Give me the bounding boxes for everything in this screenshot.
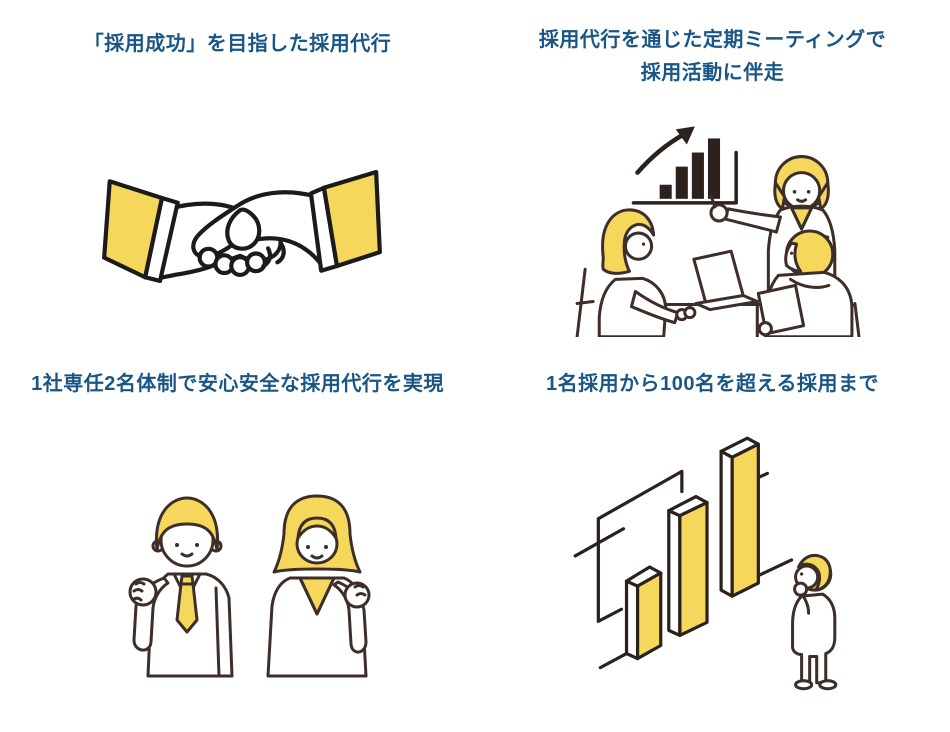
male-recruiter: [128, 496, 234, 678]
seated-man-document: [756, 229, 854, 337]
axis-tick: [573, 527, 626, 558]
feature-title-recruitment-success: 「採用成功」を目指した採用代行: [83, 33, 392, 55]
handshake-illustration: [102, 169, 382, 284]
female-recruiter: [266, 494, 371, 678]
body: [791, 592, 837, 685]
laptop: [692, 249, 759, 312]
feature-title-one-to-hundred: 1名採用から100名を超える採用まで: [546, 373, 879, 395]
growth-chart-icon: [631, 126, 738, 205]
two-recruiters-illustration: [128, 494, 371, 678]
observer-person: [791, 553, 838, 691]
hair: [797, 553, 832, 592]
iso-bar-tall: [719, 436, 760, 598]
hair: [154, 496, 220, 552]
tie: [175, 582, 199, 634]
shoe: [818, 679, 838, 691]
meeting-presentation-illustration: [575, 126, 861, 337]
hand-on-chin: [793, 581, 809, 597]
isometric-growth-chart-illustration: [573, 436, 838, 691]
jacket: [266, 576, 368, 678]
handshake-thumb: [225, 207, 262, 251]
chart-frame: [596, 469, 684, 623]
right-sleeve: [321, 169, 382, 269]
seated-woman-laptop: [597, 208, 697, 337]
shoe: [794, 679, 814, 691]
feature-title-regular-meetings: 採用代行を通じた定期ミーティングで 採用活動に伴走: [538, 29, 887, 84]
ground-line: [755, 558, 794, 578]
iso-bar-medium: [667, 494, 709, 638]
feature-title-two-person-team: 1社専任2名体制で安心安全な採用代行を実現: [31, 373, 444, 395]
iso-bar-short: [624, 565, 663, 661]
ground-line: [598, 651, 629, 670]
bangs: [296, 516, 338, 540]
left-sleeve: [102, 179, 164, 280]
chair: [575, 267, 595, 337]
handshake-knuckle: [245, 251, 267, 274]
